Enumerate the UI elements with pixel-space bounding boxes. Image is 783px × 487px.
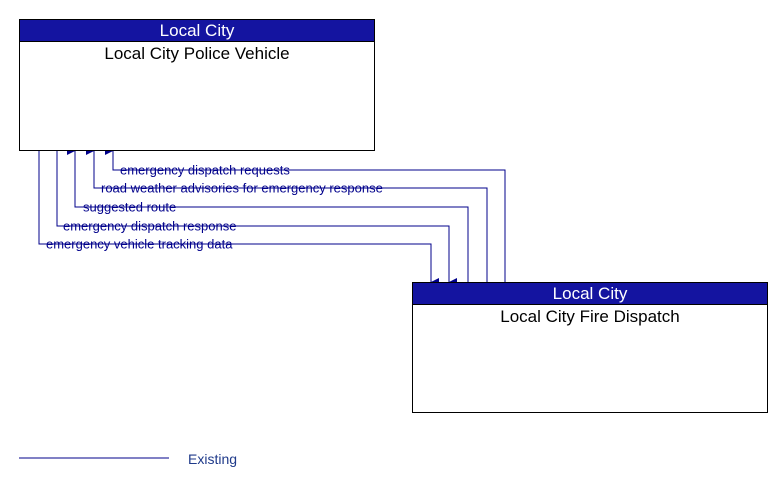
node-category-header: Local City <box>413 283 767 305</box>
flow-road-weather-advisories[interactable]: road weather advisories for emergency re… <box>86 147 488 282</box>
node-name: Local City Police Vehicle <box>104 44 290 63</box>
flow-line <box>105 147 506 282</box>
flow-line <box>56 151 457 286</box>
flow-label: road weather advisories for emergency re… <box>101 181 383 196</box>
node-local-city-fire-dispatch[interactable]: Local City Local City Fire Dispatch <box>412 282 768 413</box>
flow-emergency-dispatch-requests[interactable]: emergency dispatch requests <box>105 147 506 282</box>
flow-line <box>67 147 469 282</box>
flow-emergency-dispatch-response[interactable]: emergency dispatch response <box>56 151 457 286</box>
flow-line <box>86 147 488 282</box>
flow-label: emergency dispatch response <box>63 219 236 234</box>
flow-label: emergency vehicle tracking data <box>46 237 233 252</box>
node-category-header: Local City <box>20 20 374 42</box>
flow-label: suggested route <box>83 200 176 215</box>
flow-label: emergency dispatch requests <box>120 163 290 178</box>
node-local-city-police-vehicle[interactable]: Local City Local City Police Vehicle <box>19 19 375 151</box>
flow-line <box>38 151 439 286</box>
flow-suggested-route[interactable]: suggested route <box>67 147 469 282</box>
flow-emergency-vehicle-tracking-data[interactable]: emergency vehicle tracking data <box>38 151 439 286</box>
node-name: Local City Fire Dispatch <box>500 307 680 326</box>
legend-existing-label: Existing <box>188 451 238 467</box>
